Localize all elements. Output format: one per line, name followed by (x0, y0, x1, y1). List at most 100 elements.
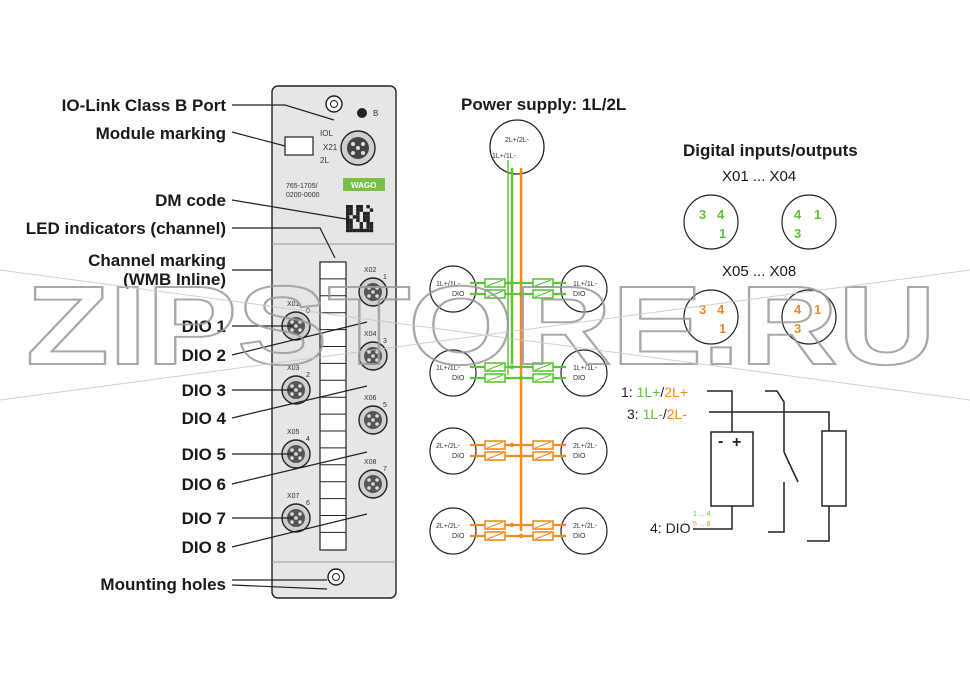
port-x02: X02 1 (358, 267, 388, 307)
digital-title: Digital inputs/outputs (683, 141, 858, 160)
pinout-x05-left: 3 4 1 (683, 289, 739, 345)
pinout-x01-right: 4 1 3 (781, 194, 837, 250)
label-channel-marking-wmb: (WMB Inline) (123, 270, 226, 289)
minus-sign: - (718, 433, 723, 450)
label-dio8: DIO 8 (182, 538, 226, 557)
left-dio-label: DIO (452, 533, 465, 540)
left-supply-label: 2L+/2L- (436, 443, 461, 450)
pin-3: 3 (794, 321, 801, 336)
pinout-x01-left: 3 4 1 (683, 194, 739, 250)
left-supply-label: 2L+/2L- (436, 523, 461, 530)
iolink-connector (340, 130, 376, 166)
port-label: X06 (364, 395, 377, 402)
right-connector (560, 349, 608, 397)
pin-3: 3 (699, 207, 706, 222)
label-dio5: DIO 5 (182, 445, 226, 464)
power-row-4: 2L+/2L- DIO 2L+/2L- DIO (429, 507, 608, 555)
right-connector (560, 265, 608, 313)
dm-code (346, 205, 374, 233)
port-x01: X010 (281, 301, 311, 341)
pinout-x05-right: 4 1 3 (781, 289, 837, 345)
label-module-marking: Module marking (96, 124, 226, 143)
pin-4: 4 (717, 207, 725, 222)
port-x07: X07 6 (281, 493, 311, 533)
load-wiring (693, 390, 847, 542)
top-1l: 1L+/1L- (492, 153, 517, 160)
pin-3: 3 (699, 302, 706, 317)
port-label: X01 (287, 301, 300, 308)
label-mounting-holes: Mounting holes (100, 575, 226, 594)
wire-1-label: 1: 1L+/2L+ (621, 384, 688, 400)
twol-text: 2L (320, 156, 329, 165)
right-supply-label: 1L+/1L- (573, 281, 598, 288)
port-number: 7 (383, 466, 387, 473)
port-number: 3 (383, 338, 387, 345)
pin-3: 3 (794, 226, 801, 241)
port-number: 5 (383, 402, 387, 409)
dc-load-box (710, 431, 754, 507)
part-number-1: 765-1705/ (286, 183, 318, 190)
x21-text: X21 (323, 143, 338, 152)
label-dio6: DIO 6 (182, 475, 226, 494)
wire-4-label: 4: DIO (650, 520, 691, 536)
resistive-load-box (821, 430, 847, 507)
mounting-hole-top (325, 95, 343, 113)
left-connector (429, 507, 477, 555)
power-title: Power supply: 1L/2L (461, 95, 626, 114)
pin-4: 4 (794, 302, 802, 317)
label-iolink-port: IO-Link Class B Port (62, 96, 227, 115)
wire-3-label: 3: 1L-/2L- (627, 406, 687, 422)
label-dio3: DIO 3 (182, 381, 226, 400)
port-label: X03 (287, 365, 300, 372)
port-label: X07 (287, 493, 300, 500)
top-2l: 2L+/2L- (505, 137, 530, 144)
led-indicators (320, 261, 346, 533)
label-dm-code: DM code (155, 191, 226, 210)
port-label: X02 (364, 267, 377, 274)
left-labels (231, 104, 368, 590)
left-dio-label: DIO (452, 291, 465, 298)
iol-text: IOL (320, 129, 333, 138)
left-supply-label: 1L+/1L- (436, 365, 461, 372)
port-x08: X08 7 (358, 459, 388, 499)
label-dio2: DIO 2 (182, 346, 226, 365)
part-number-2: 0200-0000 (286, 192, 320, 199)
left-connector (429, 427, 477, 475)
pin-4: 4 (717, 302, 725, 317)
left-connector (429, 265, 477, 313)
pin-4: 4 (794, 207, 802, 222)
label-channel-marking: Channel marking (88, 251, 226, 270)
power-bus: 1L+/1L-DIO1L+/1L-DIO1L+/1L-DIO1L+/1L-DIO… (429, 160, 608, 555)
power-top-connector: 2L+/2L- 1L+/1L- (489, 119, 545, 175)
module-marking-slot (284, 136, 314, 156)
left-supply-label: 1L+/1L- (436, 281, 461, 288)
brand-badge (343, 178, 385, 191)
port-number: 6 (306, 500, 310, 507)
port-label: X08 (364, 459, 377, 466)
pin-1: 1 (814, 302, 821, 317)
left-dio-label: DIO (452, 375, 465, 382)
label-dio4: DIO 4 (182, 409, 227, 428)
label-dio7: DIO 7 (182, 509, 226, 528)
port-label: X04 (364, 331, 377, 338)
label-dio1: DIO 1 (182, 317, 226, 336)
plus-sign: + (732, 434, 741, 451)
port-number: 1 (383, 274, 387, 281)
right-supply-label: 2L+/2L- (573, 443, 598, 450)
port-b-label: B (373, 109, 378, 118)
right-connector (560, 507, 608, 555)
svg-text:ZIPSTORE.RU: ZIPSTORE.RU (26, 263, 936, 388)
port-number: 4 (306, 436, 310, 443)
right-dio-label: DIO (573, 375, 586, 382)
left-connector (429, 349, 477, 397)
right-dio-label: DIO (573, 533, 586, 540)
watermark: ZIPSTORE.RU (0, 262, 970, 401)
right-supply-label: 2L+/2L- (573, 523, 598, 530)
io-module: B IOL X21 2L 765-1705/ 0200-0000 WAGO X0… (271, 85, 397, 599)
